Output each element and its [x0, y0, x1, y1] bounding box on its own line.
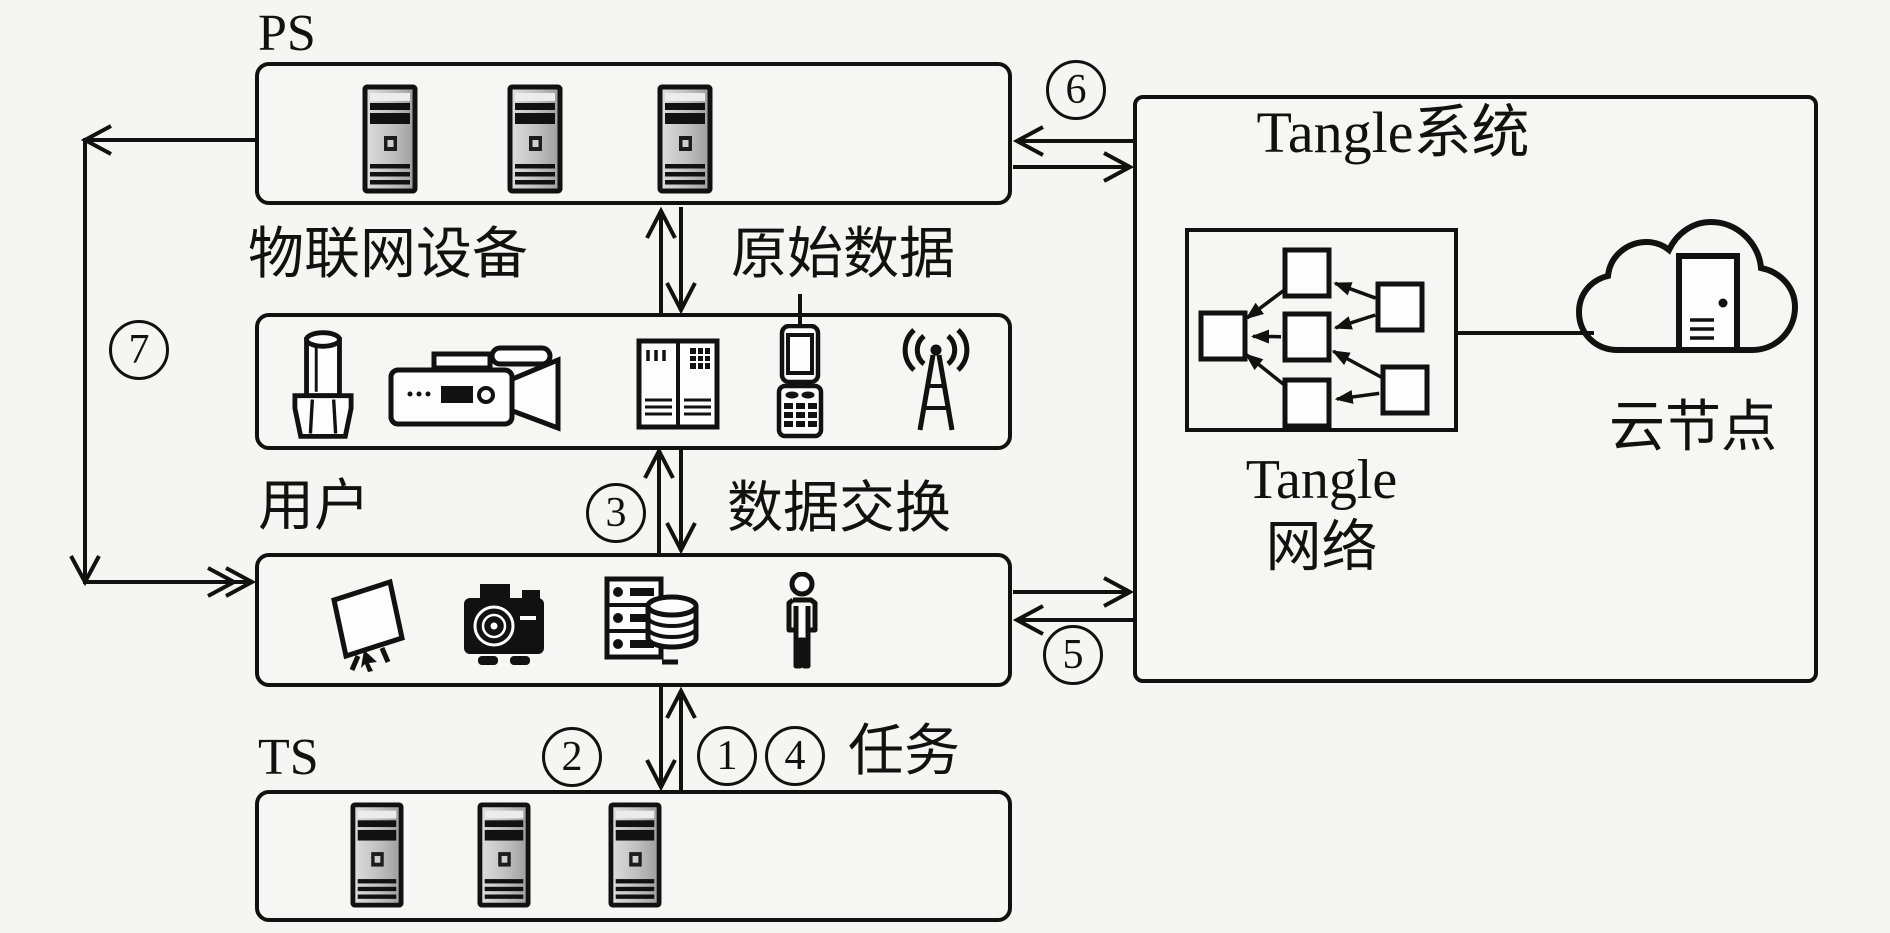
server-tower-icon — [657, 84, 713, 194]
tangle-network-label-line1: Tangle — [1245, 449, 1398, 511]
badge-5: 5 — [1043, 625, 1103, 685]
iot-devices-box — [255, 313, 1012, 450]
connector-users-ts-2 — [645, 686, 697, 792]
users-label: 用户 — [258, 476, 370, 538]
badge-3: 3 — [586, 483, 646, 543]
connector-iot-users-3 — [643, 446, 697, 555]
person-icon — [772, 572, 832, 672]
dag-edge-f-c — [1331, 349, 1383, 380]
iot-label: 物联网设备 — [248, 224, 528, 286]
dag-node-f — [1380, 364, 1430, 416]
dag-node-d — [1282, 377, 1332, 429]
server-tower-icon — [608, 802, 662, 908]
ps-label: PS — [258, 5, 316, 62]
server-tower-icon — [362, 84, 418, 194]
badge-4: 4 — [765, 726, 825, 786]
server-tower-icon — [507, 84, 563, 194]
badge-7-digit: 7 — [128, 327, 150, 373]
locker-cabinet-icon — [636, 338, 720, 430]
dag-node-a — [1198, 310, 1248, 362]
badge-5-digit: 5 — [1062, 632, 1084, 678]
dag-edge-f-d — [1334, 390, 1380, 404]
tangle-network-label-line2: 网络 — [1265, 517, 1378, 580]
camera-icon — [458, 576, 550, 672]
badge-1: 1 — [697, 726, 757, 786]
tangle-network-label: Tangle 网络 — [1195, 446, 1448, 583]
badge-4-digit: 4 — [784, 733, 806, 779]
dag-edge-d-a — [1244, 353, 1288, 389]
server-database-icon — [604, 576, 700, 668]
ts-label: TS — [258, 729, 319, 786]
badge-2: 2 — [542, 727, 602, 787]
dag-edge-e-b — [1333, 281, 1377, 300]
cloud-server-icon — [1563, 200, 1813, 370]
dag-node-e — [1375, 281, 1425, 333]
dag-edge-b-a — [1245, 287, 1288, 320]
dag-node-b — [1282, 247, 1332, 299]
dag-edge-e-c — [1333, 313, 1376, 330]
video-camera-icon — [386, 344, 591, 432]
tangle-network-box — [1185, 228, 1458, 432]
badge-7: 7 — [109, 320, 169, 380]
antenna-icon — [888, 324, 984, 436]
cloud-node-label: 云节点 — [1609, 397, 1777, 459]
tangle-dag — [1198, 247, 1430, 429]
server-tower-icon — [477, 802, 531, 908]
connector-ps-iot — [645, 206, 697, 315]
server-tower-icon — [350, 802, 404, 908]
tangle-title: Tangle系统 — [1256, 100, 1530, 165]
connector-ps-tangle-6 — [1012, 125, 1135, 183]
data-exchange-label: 数据交换 — [727, 478, 951, 540]
task-label: 任务 — [848, 721, 960, 783]
badge-2-digit: 2 — [561, 734, 583, 780]
raw-data-label: 原始数据 — [731, 224, 955, 286]
pipe-icon — [292, 330, 354, 442]
badge-6-digit: 6 — [1065, 67, 1087, 113]
badge-1-digit: 1 — [716, 733, 738, 779]
display-board-icon — [328, 578, 408, 674]
badge-3-digit: 3 — [605, 490, 627, 536]
dag-node-c — [1282, 311, 1332, 363]
badge-6: 6 — [1046, 60, 1106, 120]
flip-phone-icon — [776, 324, 824, 440]
